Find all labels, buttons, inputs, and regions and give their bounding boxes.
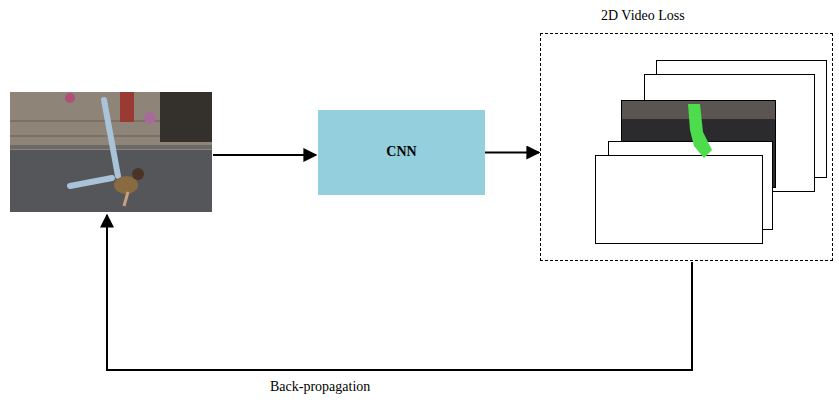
- box-label: CNN: [386, 144, 416, 161]
- feedback-line: [107, 215, 692, 370]
- process-box: CNN: [318, 110, 485, 195]
- region-heading: 2D Video Loss: [601, 8, 685, 25]
- input-arrow: [213, 154, 316, 156]
- video-frames: [596, 61, 827, 244]
- annotation-label: Back-propagation: [268, 379, 372, 395]
- flow-arrow: [485, 152, 539, 154]
- loss-region: 2D Video Loss: [540, 33, 833, 261]
- segmentation-mask: [622, 101, 775, 158]
- input-photo: [10, 92, 212, 212]
